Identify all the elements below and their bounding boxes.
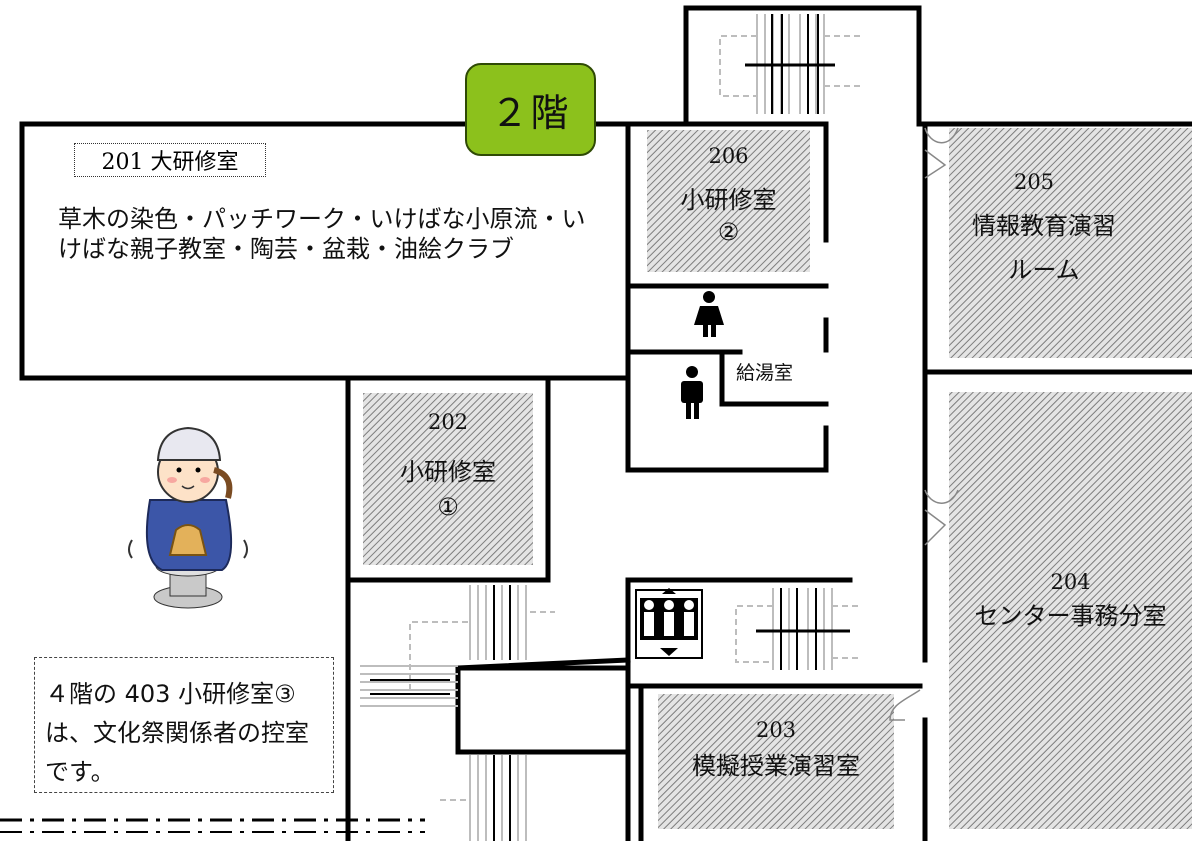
room-204-name: センター事務分室	[974, 602, 1167, 630]
stairs-left-rails	[370, 585, 511, 841]
walls	[19, 5, 1192, 841]
room-205-name-line2: ルーム	[1008, 256, 1080, 284]
map-border-bottom	[0, 818, 425, 833]
room-203-name: 模擬授業演習室	[692, 752, 860, 780]
kitchen-label: 給湯室	[736, 362, 794, 384]
room-202-mark: ①	[437, 493, 459, 521]
elevator-icon	[635, 588, 703, 659]
stairs-left	[360, 585, 555, 841]
room-205-name-line1: 情報教育演習	[972, 212, 1116, 240]
room-206-name: 小研修室	[680, 186, 777, 214]
room-206-fill	[647, 130, 810, 272]
room-206-number: 206	[708, 144, 749, 168]
room-202-number: 202	[427, 410, 469, 434]
room-205-number: 205	[1013, 170, 1055, 194]
room-203-fill	[658, 694, 894, 829]
doors	[889, 127, 959, 721]
room-201-description: 草木の染色・パッチワーク・いけばな小原流・いけばな親子教室・陶芸・盆栽・油絵クラ…	[58, 205, 586, 263]
floor-badge: ２階	[465, 63, 596, 156]
room-202-fill	[363, 393, 533, 565]
floor-label: ２階	[490, 91, 571, 135]
womens-restroom-icon	[694, 291, 724, 337]
room-205-fill	[949, 128, 1192, 358]
room-204-fill	[949, 392, 1192, 829]
room-206-mark: ②	[717, 218, 740, 246]
note-box: ４階の 403 小研修室③は、文化祭関係者の控室です。	[34, 657, 334, 793]
room-202-name: 小研修室	[400, 458, 496, 486]
pottery-character-illustration	[128, 426, 248, 609]
room-201-tag: 201 大研修室	[74, 143, 266, 177]
room-204-number: 204	[1050, 570, 1091, 594]
room-203-number: 203	[755, 718, 797, 742]
mens-restroom-icon	[681, 366, 703, 419]
